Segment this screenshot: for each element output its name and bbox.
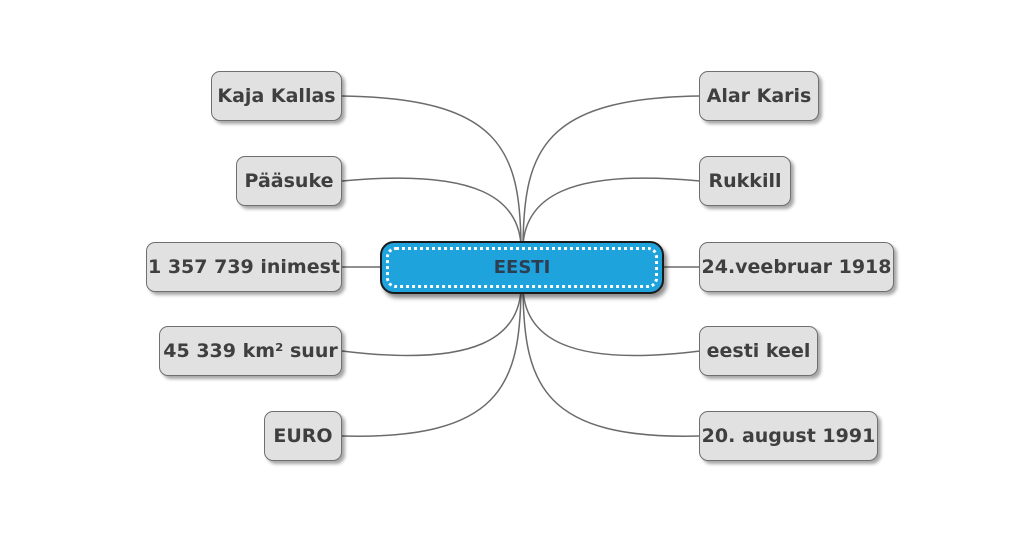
central-topic-border: EESTI	[386, 247, 658, 288]
topic-kaja-kallas[interactable]: Kaja Kallas	[211, 71, 342, 121]
topic-label: eesti keel	[706, 340, 811, 362]
topic-label: 20. august 1991	[701, 425, 876, 447]
connector-paasuke	[341, 177, 522, 246]
connector-language	[522, 289, 701, 357]
topic-label: Alar Karis	[706, 85, 812, 107]
topic-label: 45 339 km² suur	[163, 340, 338, 362]
topic-population[interactable]: 1 357 739 inimest	[146, 242, 342, 292]
topic-independence-date[interactable]: 24.veebruar 1918	[699, 242, 894, 292]
topic-rukkill[interactable]: Rukkill	[699, 156, 791, 206]
topic-label: Rukkill	[708, 170, 782, 192]
topic-area[interactable]: 45 339 km² suur	[159, 326, 342, 376]
connector-euro	[341, 289, 522, 437]
topic-restoration-date[interactable]: 20. august 1991	[699, 411, 878, 461]
topic-label: Pääsuke	[244, 170, 334, 192]
topic-label: 1 357 739 inimest	[147, 256, 340, 278]
connector-alar-karis	[522, 95, 701, 246]
connector-rukkill	[522, 177, 701, 246]
connector-restoration-date	[522, 289, 701, 437]
central-topic-label: EESTI	[493, 257, 551, 278]
topic-label: 24.veebruar 1918	[701, 256, 892, 278]
connector-kaja-kallas	[341, 95, 522, 246]
topic-alar-karis[interactable]: Alar Karis	[699, 71, 819, 121]
connector-area	[341, 289, 522, 357]
topic-label: EURO	[273, 425, 333, 447]
central-topic[interactable]: EESTI	[380, 241, 664, 294]
topic-paasuke[interactable]: Pääsuke	[236, 156, 342, 206]
topic-label: Kaja Kallas	[217, 85, 336, 107]
topic-currency[interactable]: EURO	[264, 411, 342, 461]
topic-language[interactable]: eesti keel	[699, 326, 818, 376]
